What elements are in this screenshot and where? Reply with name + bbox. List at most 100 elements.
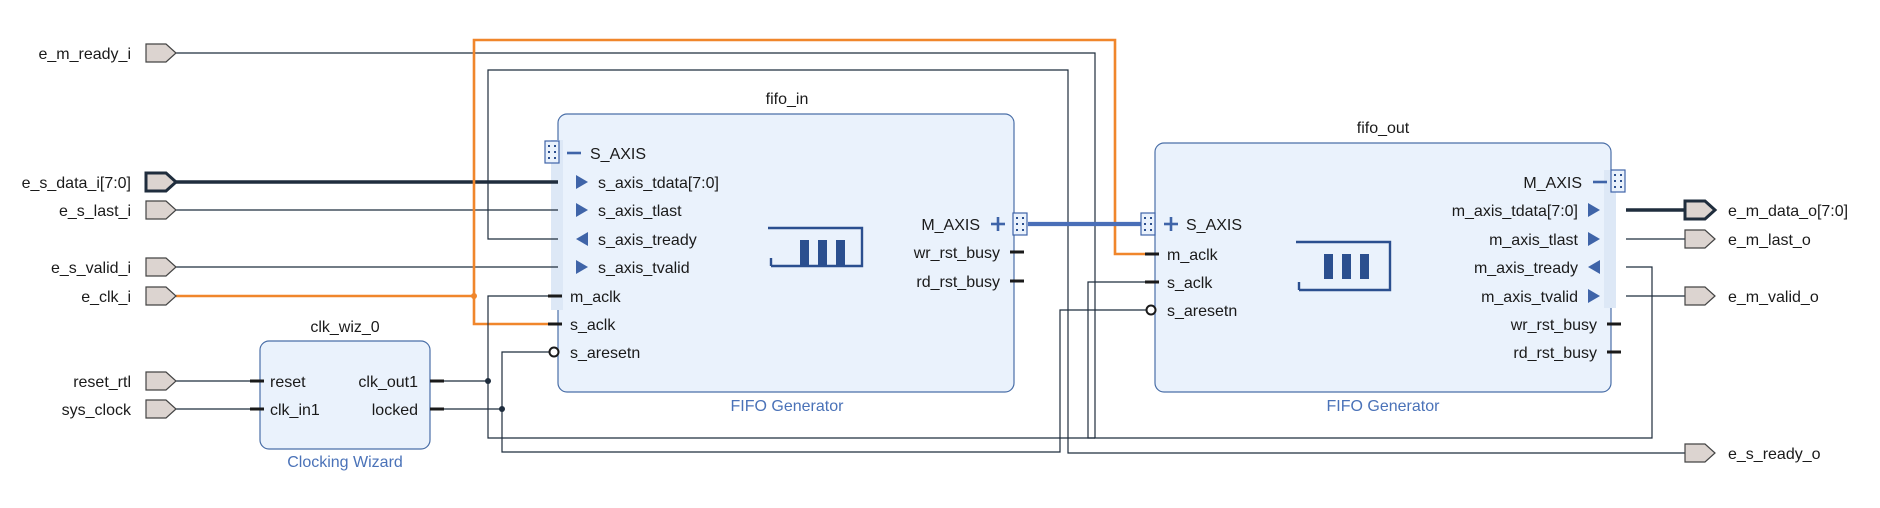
triangle-left-icon	[576, 232, 588, 246]
pin-label: s_axis_tvalid	[598, 260, 690, 277]
port-label: e_s_data_i[7:0]	[22, 175, 131, 192]
fifo-out-pin-m-aclk[interactable]: m_aclk	[1145, 247, 1219, 264]
fifo-icon	[768, 226, 864, 268]
port-reset-rtl[interactable]: reset_rtl	[73, 371, 177, 391]
input-port-icon[interactable]	[145, 43, 177, 63]
port-e-m-data-o[interactable]: e_m_data_o[7:0]	[1683, 199, 1848, 221]
fifo-out-pin-m-axis-tready[interactable]: m_axis_tready	[1474, 260, 1600, 277]
fifo-out-pin-s-aresetn[interactable]: s_aresetn	[1145, 303, 1238, 320]
fifo-out-pin-m-axis-tdata[interactable]: m_axis_tdata[7:0]	[1452, 203, 1600, 220]
clk-wiz-pin-reset[interactable]: reset	[250, 374, 306, 391]
pin-label: m_axis_tdata[7:0]	[1452, 203, 1578, 220]
pin-label: rd_rst_busy	[1513, 345, 1597, 362]
fifo-in-pin-s-aclk[interactable]: s_aclk	[548, 317, 616, 334]
fifo-out-ip-type: FIFO Generator	[1327, 398, 1441, 415]
port-e-clk-i[interactable]: e_clk_i	[81, 286, 177, 306]
fifo-in-block[interactable]: fifo_in FIFO Generator	[551, 91, 1015, 415]
triangle-right-icon	[576, 260, 588, 274]
fifo-out-m-axis-interface[interactable]: M_AXIS	[1523, 169, 1626, 193]
pin-label: s_aresetn	[1167, 303, 1237, 320]
net-clk-out1-m-aclk	[487, 295, 1095, 439]
triangle-right-icon	[1588, 232, 1600, 246]
fifo-in-pin-m-aclk[interactable]: m_aclk	[548, 289, 622, 306]
input-port-icon[interactable]	[145, 257, 177, 277]
pin-label: s_axis_tready	[598, 232, 697, 249]
fifo-out-block[interactable]: fifo_out FIFO Generator	[1154, 120, 1616, 415]
output-port-icon[interactable]	[1684, 229, 1716, 249]
pin-label: s_aclk	[1167, 275, 1213, 292]
fifo-in-pin-rd-rst-busy[interactable]: rd_rst_busy	[916, 274, 1024, 291]
port-e-s-ready-o[interactable]: e_s_ready_o	[1684, 443, 1821, 463]
pin-label: S_AXIS	[590, 146, 646, 163]
bus-interface-icon[interactable]	[1610, 169, 1626, 193]
port-e-s-last-i[interactable]: e_s_last_i	[59, 200, 177, 220]
net-e-m-ready-i[interactable]	[176, 52, 1653, 439]
port-label: e_s_valid_i	[51, 260, 131, 277]
clk-wiz-0-ip-type: Clocking Wizard	[287, 454, 403, 471]
inverted-pin-icon	[1145, 304, 1157, 316]
bus-interface-icon[interactable]	[1012, 212, 1028, 236]
fifo-in-pin-s-axis-tvalid[interactable]: s_axis_tvalid	[576, 260, 690, 277]
plus-icon[interactable]	[1164, 217, 1178, 231]
fifo-out-pin-rd-rst-busy[interactable]: rd_rst_busy	[1513, 345, 1621, 362]
net-e-clk-i-junction	[471, 293, 477, 299]
net-s-axis-tready[interactable]	[487, 69, 1685, 454]
fifo-out-pin-s-aclk[interactable]: s_aclk	[1145, 275, 1213, 292]
pin-label: s_aresetn	[570, 345, 640, 362]
fifo-in-pin-s-axis-tready[interactable]: s_axis_tready	[576, 232, 697, 249]
port-label: sys_clock	[62, 402, 132, 419]
port-e-m-ready-i[interactable]: e_m_ready_i	[39, 43, 177, 63]
fifo-in-pin-s-axis-tlast[interactable]: s_axis_tlast	[576, 203, 682, 220]
input-port-icon[interactable]	[145, 399, 177, 419]
port-e-m-last-o[interactable]: e_m_last_o	[1684, 229, 1811, 249]
output-bus-port-icon[interactable]	[1683, 199, 1718, 221]
input-port-icon[interactable]	[145, 371, 177, 391]
port-e-m-valid-o[interactable]: e_m_valid_o	[1684, 286, 1819, 306]
net-locked-aresetn	[501, 309, 1155, 453]
fifo-in-m-axis-interface[interactable]: M_AXIS	[921, 212, 1028, 236]
pin-label: M_AXIS	[921, 217, 980, 234]
triangle-left-icon	[1588, 260, 1600, 274]
triangle-right-icon	[1588, 203, 1600, 217]
clk-wiz-0-block[interactable]: clk_wiz_0 Clocking Wizard	[259, 319, 431, 471]
pin-label: reset	[270, 374, 306, 391]
output-port-icon[interactable]	[1684, 443, 1716, 463]
clk-wiz-0-instance-name: clk_wiz_0	[310, 319, 379, 336]
output-port-icon[interactable]	[1684, 286, 1716, 306]
port-label: e_m_data_o[7:0]	[1728, 203, 1848, 220]
port-label: e_s_last_i	[59, 203, 131, 220]
port-e-s-data-i[interactable]: e_s_data_i[7:0]	[22, 171, 179, 193]
port-e-s-valid-i[interactable]: e_s_valid_i	[51, 257, 177, 277]
net-clk-out1-junction	[485, 378, 491, 384]
fifo-out-s-axis-interface[interactable]: S_AXIS	[1140, 212, 1242, 236]
triangle-right-icon	[576, 203, 588, 217]
pin-label: m_axis_tvalid	[1481, 289, 1578, 306]
clk-wiz-pin-clk-in1[interactable]: clk_in1	[250, 402, 320, 419]
pin-label: wr_rst_busy	[913, 245, 1000, 262]
clk-wiz-pin-locked[interactable]: locked	[372, 402, 444, 419]
clk-wiz-0-body[interactable]	[259, 340, 431, 450]
input-bus-port-icon[interactable]	[144, 171, 179, 193]
plus-icon[interactable]	[991, 217, 1005, 231]
input-port-icon[interactable]	[145, 200, 177, 220]
fifo-icon	[1296, 240, 1392, 292]
fifo-in-pin-s-axis-tdata[interactable]: s_axis_tdata[7:0]	[576, 175, 719, 192]
bus-interface-icon[interactable]	[544, 140, 560, 164]
clk-wiz-pin-clk-out1[interactable]: clk_out1	[358, 374, 444, 391]
pin-label: rd_rst_busy	[916, 274, 1000, 291]
fifo-out-pin-m-axis-tlast[interactable]: m_axis_tlast	[1489, 232, 1600, 249]
fifo-in-pin-wr-rst-busy[interactable]: wr_rst_busy	[913, 245, 1024, 262]
fifo-in-s-axis-interface[interactable]: S_AXIS	[544, 140, 646, 164]
fifo-out-pin-wr-rst-busy[interactable]: wr_rst_busy	[1510, 317, 1621, 334]
port-label: e_clk_i	[81, 289, 131, 306]
net-locked-junction	[499, 406, 505, 412]
input-port-icon[interactable]	[145, 286, 177, 306]
port-sys-clock[interactable]: sys_clock	[62, 399, 177, 419]
bus-interface-icon[interactable]	[1140, 212, 1156, 236]
fifo-in-pin-s-aresetn[interactable]: s_aresetn	[548, 345, 641, 362]
net-e-clk-i[interactable]	[176, 38, 1155, 298]
net-e-clk-i-s-aclk[interactable]	[472, 296, 558, 326]
fifo-out-pin-m-axis-tvalid[interactable]: m_axis_tvalid	[1481, 289, 1600, 306]
pin-label: s_aclk	[570, 317, 616, 334]
